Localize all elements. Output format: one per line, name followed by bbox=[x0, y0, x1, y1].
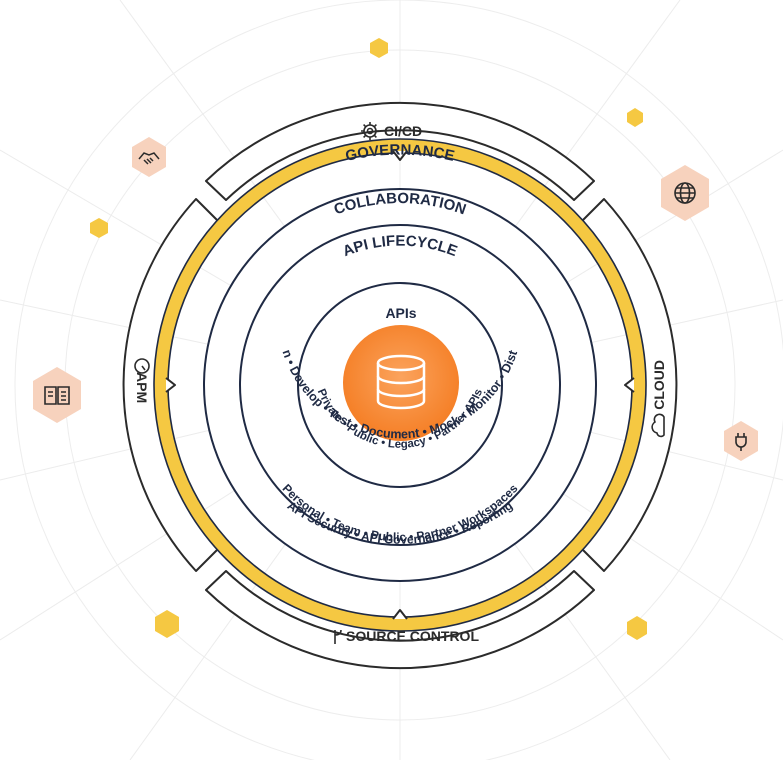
apis-title: APIs bbox=[385, 305, 416, 321]
apm-label: APM bbox=[134, 372, 150, 403]
governance-ring-gold bbox=[154, 139, 646, 631]
gear-icon bbox=[361, 122, 379, 140]
gold-dot bbox=[627, 616, 647, 640]
outer-segment-frames bbox=[122, 101, 678, 670]
satellite-globe[interactable] bbox=[661, 165, 709, 221]
database-icon bbox=[376, 354, 426, 410]
book-icon bbox=[44, 386, 70, 405]
ci-cd-label-group: CI/CD bbox=[361, 122, 422, 140]
cloud-icon bbox=[651, 413, 665, 438]
notch-left bbox=[165, 377, 176, 393]
globe-icon bbox=[674, 182, 696, 204]
satellite-book[interactable] bbox=[33, 367, 81, 423]
source-control-label-group: SOURCE CONTROL bbox=[334, 628, 479, 644]
gold-dot bbox=[627, 108, 643, 127]
gold-dot bbox=[370, 38, 388, 58]
dashboard-icon bbox=[134, 358, 150, 374]
ci-cd-segment[interactable] bbox=[205, 101, 595, 201]
handshake-icon bbox=[138, 152, 160, 165]
notch-top bbox=[392, 150, 408, 161]
governance-title: GOVERNANCE bbox=[344, 142, 456, 165]
governance-ring-outline-outer bbox=[153, 138, 647, 632]
plug-icon bbox=[735, 433, 747, 451]
ci-cd-label: CI/CD bbox=[384, 123, 422, 139]
arrow-notches bbox=[165, 150, 635, 620]
satellite-handshake[interactable] bbox=[132, 137, 166, 177]
cloud-label: CLOUD bbox=[651, 360, 667, 410]
notch-bottom bbox=[392, 609, 408, 620]
gold-dot bbox=[90, 218, 108, 238]
source-control-label: SOURCE CONTROL bbox=[346, 628, 479, 644]
branch-icon bbox=[334, 629, 342, 644]
source-control-segment[interactable] bbox=[205, 570, 595, 670]
gold-dots bbox=[90, 38, 647, 640]
gold-dot bbox=[155, 610, 179, 638]
notch-right bbox=[624, 377, 635, 393]
satellite-plug[interactable] bbox=[724, 421, 758, 461]
